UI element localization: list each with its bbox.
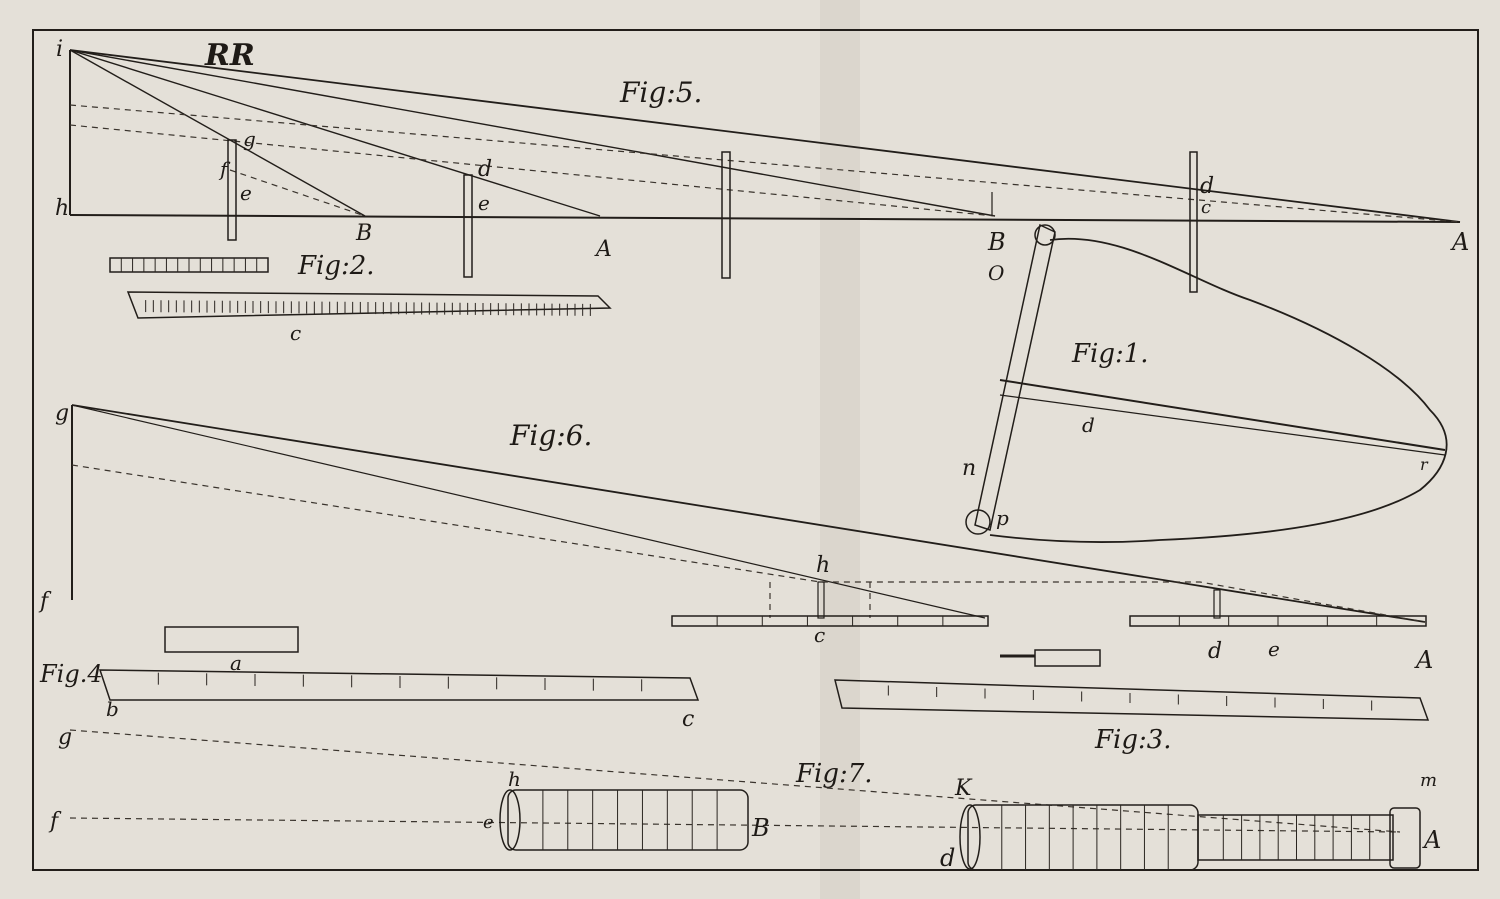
fig5-dashed-3 xyxy=(229,169,366,217)
fig5-sightline-4 xyxy=(69,49,366,217)
fig6-sightline-2 xyxy=(71,404,986,619)
fig7-caption: Fig:7. xyxy=(795,759,873,789)
fig1-label-n: n xyxy=(962,456,976,481)
fig2-small-rod-ticks xyxy=(120,258,258,272)
fig7-tube-2-end xyxy=(959,804,981,870)
fig7-dashed-mid xyxy=(69,817,1401,833)
label-i: i xyxy=(56,37,63,62)
fig4-label-b: b xyxy=(106,697,119,721)
figure-6: Fig:6. g f h c d e A xyxy=(38,401,1433,674)
fig7-label-e: e xyxy=(483,812,494,833)
fig7-label-h: h xyxy=(508,767,521,791)
fig1-ground-outline xyxy=(989,237,1448,543)
label-g: g xyxy=(243,127,256,151)
fig5-sightline-2 xyxy=(69,49,996,217)
fig7-label-K: K xyxy=(954,776,973,801)
fig6-dashed xyxy=(71,464,1426,623)
fig5-staff-1 xyxy=(227,139,237,241)
label-e2: e xyxy=(478,191,490,215)
fig6-post-2 xyxy=(1213,589,1221,619)
fig2-label-c: c xyxy=(290,321,301,345)
fig7-tube-2-rings xyxy=(1001,805,1169,870)
label-d1: d xyxy=(478,157,492,182)
fig5-dashed-2 xyxy=(69,124,996,217)
fig6-label-e: e xyxy=(1268,637,1280,661)
fig5-dashed-1 xyxy=(69,104,1461,223)
fig7-tube-2-draw xyxy=(1197,814,1394,861)
fig2-caption: Fig:2. xyxy=(297,251,375,281)
fig7-tube-1-end xyxy=(499,789,521,851)
fig7-tube-1 xyxy=(507,789,749,851)
fig7-label-d: d xyxy=(940,844,955,872)
fig7-label-g: g xyxy=(58,725,72,750)
figure-7: Fig:7. g f h e B K d A m xyxy=(48,725,1441,872)
fig6-rod-2-ticks xyxy=(1178,616,1378,626)
fig5-caption: Fig:5. xyxy=(619,76,702,109)
fig1-label-o: O xyxy=(988,261,1004,285)
label-c: c xyxy=(1201,197,1211,218)
fig2-long-rod xyxy=(126,291,612,319)
label-B2: B xyxy=(987,228,1006,256)
fig6-label-g: g xyxy=(55,401,69,426)
fig1-crossbar xyxy=(999,379,1446,451)
fig1-bottom-ring xyxy=(965,509,991,535)
fig3-bar-notches xyxy=(887,685,1373,711)
fig5-staff-2 xyxy=(463,174,473,278)
center-fold-shadow xyxy=(820,0,860,899)
fig1-crossbar-2 xyxy=(999,394,1446,456)
fig1-caption: Fig:1. xyxy=(1071,339,1149,369)
fig3-caption: Fig:3. xyxy=(1094,725,1172,755)
fig6-label-A: A xyxy=(1414,646,1433,674)
fig6-sightline xyxy=(71,404,1426,623)
fig5-staff-4 xyxy=(1189,151,1198,293)
label-h: h xyxy=(55,196,69,221)
fig7-label-B: B xyxy=(751,814,770,842)
fig3-long-bar xyxy=(834,679,1430,721)
figure-1: Fig:1. O d n p r xyxy=(962,223,1448,543)
fig6-label-c: c xyxy=(814,623,825,647)
label-A2: A xyxy=(1450,228,1469,256)
fig5-baseline xyxy=(69,214,1461,223)
fig3-small-piece xyxy=(1034,649,1101,667)
fig1-label-d: d xyxy=(1082,413,1095,437)
fig6-rod-1 xyxy=(671,615,989,627)
fig7-tube-2-draw-rings xyxy=(1222,815,1371,860)
fig1-label-r: r xyxy=(1420,455,1429,474)
fig4-label-c: c xyxy=(682,707,694,732)
fig6-post-1 xyxy=(817,581,825,619)
figure-3: Fig:3. xyxy=(834,649,1430,755)
fig1-top-ring xyxy=(1034,224,1056,246)
fig7-tube-2-cap xyxy=(1389,807,1421,869)
fig1-vertical-staff xyxy=(974,223,1056,531)
figure-2: Fig:2. c xyxy=(109,251,612,345)
fig7-label-m: m xyxy=(1420,770,1437,791)
fig5-staff-3 xyxy=(721,151,731,279)
fig2-long-rod-hatch xyxy=(145,300,591,316)
fig4-top-block xyxy=(164,626,299,653)
fig4-long-bar xyxy=(98,669,700,701)
fig7-tube-1-rings xyxy=(542,790,718,850)
fig6-rod-1-ticks xyxy=(716,616,944,626)
fig5-sightline-1 xyxy=(69,49,1461,223)
fig4-label-a: a xyxy=(230,651,242,675)
fig4-caption: Fig.4 xyxy=(39,660,103,688)
fig6-caption: Fig:6. xyxy=(509,419,592,452)
fig5-sightline-3 xyxy=(69,49,601,217)
label-e1: e xyxy=(240,181,252,205)
label-d2: d xyxy=(1200,174,1214,199)
fig4-bar-notches xyxy=(157,672,643,692)
label-A1: A xyxy=(594,237,612,262)
fig7-label-A: A xyxy=(1422,826,1441,854)
plate-border xyxy=(32,29,1479,871)
fig6-label-d: d xyxy=(1208,639,1222,664)
fig7-dashed-top xyxy=(69,729,1401,833)
fig6-label-h: h xyxy=(816,553,830,578)
label-B1: B xyxy=(355,221,372,246)
figure-4: Fig.4 a b c xyxy=(39,626,700,732)
fig1-label-p: p xyxy=(996,506,1009,530)
figure-5: RR Fig:5. i h g f e d e B A d c B A xyxy=(55,37,1469,293)
